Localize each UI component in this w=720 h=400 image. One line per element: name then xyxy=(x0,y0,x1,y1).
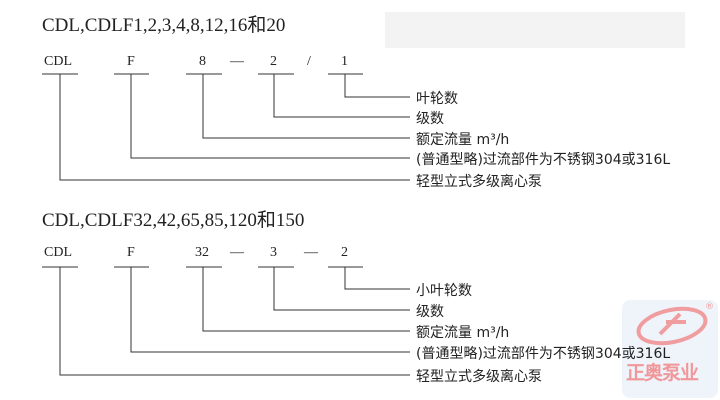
code-flow: 32 xyxy=(195,245,209,260)
code-stages: 3 xyxy=(270,245,277,260)
label-impellers: 小叶轮数 xyxy=(416,283,472,299)
connector xyxy=(130,267,410,353)
code-stages: 2 xyxy=(270,54,277,69)
label-flow: 额定流量 m³/h xyxy=(416,325,510,341)
label-material: (普通型略)过流部件为不锈钢304或316L xyxy=(416,152,671,168)
connector xyxy=(344,74,410,98)
code-impellers: 2 xyxy=(341,245,348,260)
code-f: F xyxy=(127,54,135,69)
label-flow: 额定流量 m³/h xyxy=(416,132,510,148)
label-stages: 级数 xyxy=(416,304,444,320)
connector xyxy=(59,267,410,376)
section1-title: CDL,CDLF1,2,3,4,8,12,16和20 xyxy=(42,15,286,36)
connector xyxy=(344,267,410,290)
gray-box xyxy=(385,12,685,48)
watermark-brand: 正奥泵业 xyxy=(626,362,699,384)
code-f: F xyxy=(127,245,135,260)
code-cdl: CDL xyxy=(44,245,72,260)
label-material: (普通型略)过流部件为不锈钢304或316L xyxy=(416,346,671,362)
connector xyxy=(273,74,410,118)
section2-title: CDL,CDLF32,42,65,85,120和150 xyxy=(42,210,305,231)
connector xyxy=(59,74,410,181)
code-sep: — xyxy=(230,54,244,69)
label-impellers: 叶轮数 xyxy=(416,91,458,107)
code-sep: / xyxy=(307,54,311,69)
logo-emblem-icon xyxy=(636,306,708,346)
connector xyxy=(202,267,410,332)
connector xyxy=(202,74,410,139)
code-sep: — xyxy=(230,245,244,260)
label-pump-type: 轻型立式多级离心泵 xyxy=(416,174,542,190)
code-sep: — xyxy=(304,245,318,260)
label-pump-type: 轻型立式多级离心泵 xyxy=(416,369,542,385)
connector xyxy=(130,74,410,159)
label-stages: 级数 xyxy=(416,111,444,127)
registered-mark: ® xyxy=(705,302,714,312)
code-cdl: CDL xyxy=(44,54,72,69)
code-flow: 8 xyxy=(199,54,206,69)
code-impellers: 1 xyxy=(341,54,348,69)
watermark-logo: ® 正奥泵业 xyxy=(622,300,718,398)
connector xyxy=(273,267,410,311)
